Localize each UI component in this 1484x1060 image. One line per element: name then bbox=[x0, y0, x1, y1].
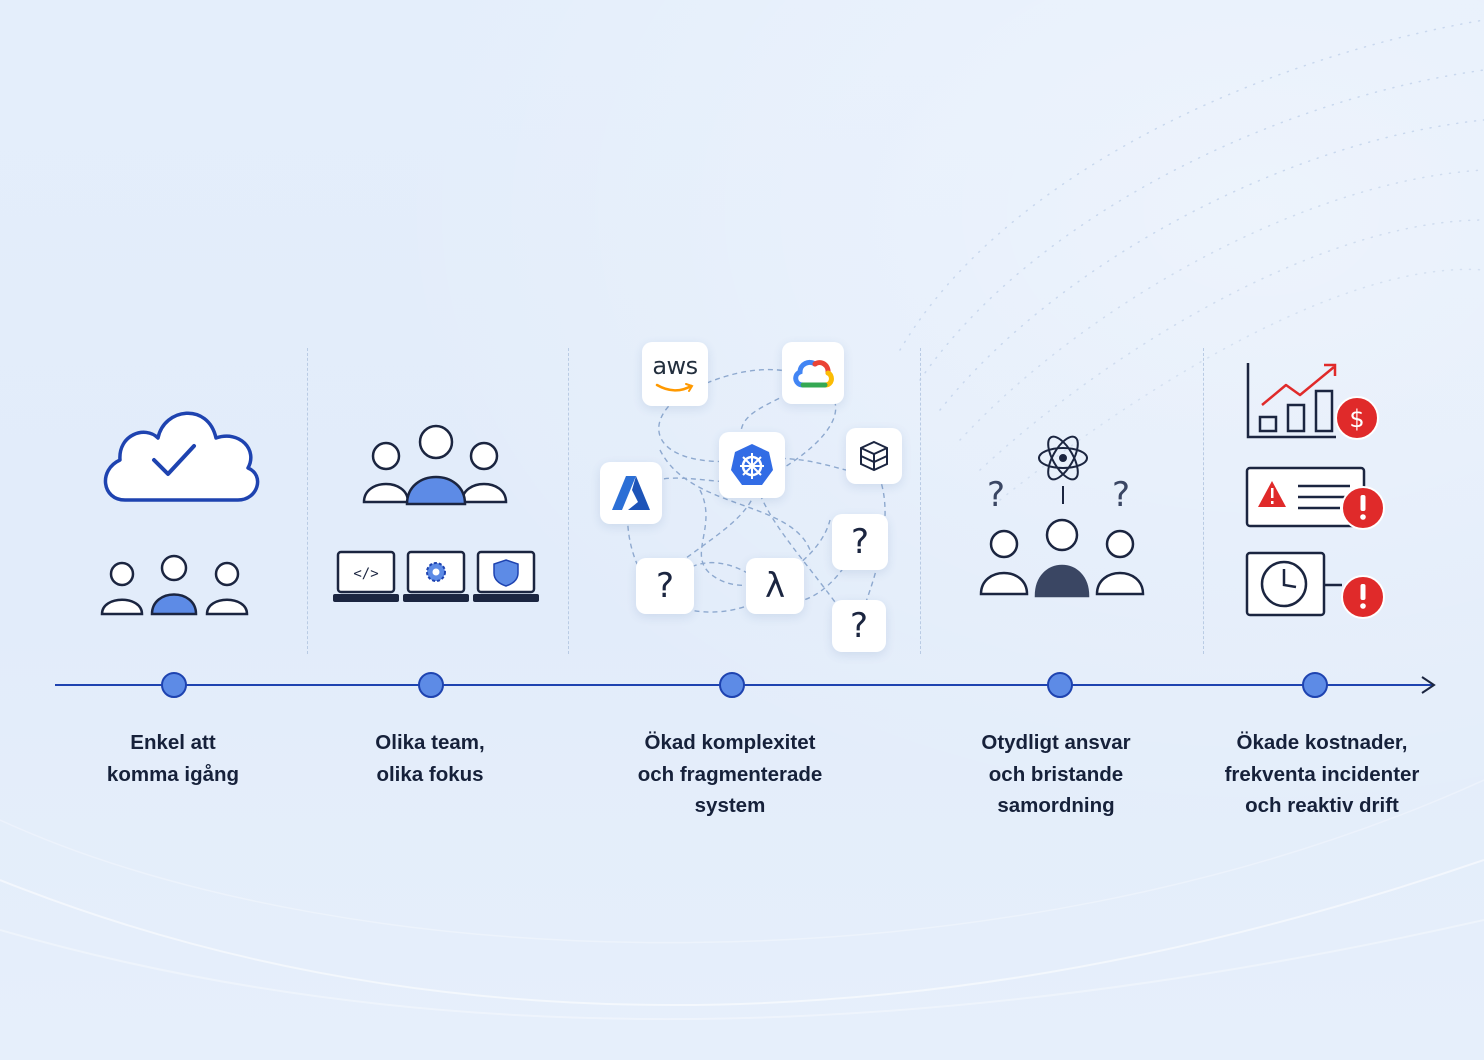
stage-4-illustration bbox=[979, 435, 1145, 598]
aws-logo-tile: aws bbox=[642, 342, 708, 406]
code-laptop-icon: </> bbox=[333, 550, 399, 602]
aws-smile-icon bbox=[655, 383, 694, 392]
storage-tile bbox=[846, 428, 902, 484]
stage-2-label: Olika team, olika fokus bbox=[300, 727, 560, 790]
label-line: olika fokus bbox=[376, 762, 484, 786]
stage-3-label: Ökad komplexitet och fragmenterade syste… bbox=[600, 727, 860, 822]
kubernetes-icon bbox=[731, 444, 773, 485]
stage-divider bbox=[568, 348, 569, 654]
label-line: komma igång bbox=[106, 762, 240, 786]
label-line: frekventa incidenter bbox=[1224, 762, 1420, 786]
stage-4-label: Otydligt ansvar och bristande samordning bbox=[926, 727, 1186, 822]
settings-laptop-icon bbox=[403, 550, 469, 602]
azure-logo-tile bbox=[600, 462, 662, 524]
stage-divider bbox=[307, 348, 308, 654]
stage-1-label: Enkel att komma igång bbox=[43, 727, 303, 790]
question-icon: ? bbox=[850, 522, 870, 562]
google-cloud-tile bbox=[782, 342, 844, 404]
label-line: och fragmenterade bbox=[637, 762, 823, 786]
stage-1-illustration bbox=[100, 411, 260, 616]
question-icon: ? bbox=[987, 475, 1006, 515]
timeline-marker-1 bbox=[161, 672, 187, 698]
label-line: Olika team, bbox=[375, 731, 485, 754]
aws-logo-icon: aws bbox=[652, 352, 698, 380]
stage-divider bbox=[920, 348, 921, 654]
google-cloud-logo-icon bbox=[793, 359, 834, 388]
azure-logo-icon bbox=[612, 476, 650, 510]
question-tile: ? bbox=[832, 514, 888, 570]
question-tile: ? bbox=[832, 600, 886, 652]
svg-text:</>: </> bbox=[353, 566, 378, 582]
label-line: Ökade kostnader, bbox=[1236, 731, 1408, 754]
label-line: Enkel att bbox=[130, 731, 216, 754]
timeline-marker-2 bbox=[418, 672, 444, 698]
rising-chart-icon bbox=[1246, 363, 1337, 439]
atom-icon bbox=[1038, 435, 1088, 481]
exclamation-icon bbox=[1341, 575, 1385, 619]
team-icon bbox=[100, 554, 249, 616]
label-line: system bbox=[694, 794, 766, 817]
team-icon bbox=[979, 518, 1145, 598]
stage-divider bbox=[1203, 348, 1204, 654]
dollar-alert-icon: $ bbox=[1335, 396, 1379, 440]
cloud-check-icon bbox=[103, 411, 260, 502]
label-line: och bristande bbox=[988, 762, 1124, 786]
timeline-marker-3 bbox=[719, 672, 745, 698]
exclamation-icon bbox=[1341, 486, 1385, 530]
team-icon bbox=[362, 424, 508, 506]
question-icon: ? bbox=[655, 566, 675, 606]
question-tile: ? bbox=[636, 558, 694, 614]
lambda-tile: λ bbox=[746, 558, 804, 614]
stage-5-label: Ökade kostnader, frekventa incidenter oc… bbox=[1192, 727, 1452, 822]
stage-2-illustration: </> bbox=[333, 424, 539, 602]
warning-card-icon bbox=[1245, 466, 1366, 528]
label-line: Ökad komplexitet bbox=[644, 731, 816, 754]
timeline-marker-5 bbox=[1302, 672, 1328, 698]
svg-text:$: $ bbox=[1349, 405, 1364, 433]
clock-icon bbox=[1245, 551, 1342, 617]
timeline-marker-4 bbox=[1047, 672, 1073, 698]
storage-cube-icon bbox=[860, 440, 888, 472]
security-laptop-icon bbox=[473, 550, 539, 602]
label-line: och reaktiv drift bbox=[1245, 794, 1399, 817]
question-icon: ? bbox=[1112, 475, 1131, 515]
label-line: Otydligt ansvar bbox=[981, 731, 1131, 754]
stage-5-illustration: $ bbox=[1245, 363, 1385, 619]
kubernetes-tile bbox=[719, 432, 785, 498]
question-icon: ? bbox=[849, 606, 869, 646]
lambda-icon: λ bbox=[764, 566, 786, 606]
label-line: samordning bbox=[997, 794, 1115, 817]
